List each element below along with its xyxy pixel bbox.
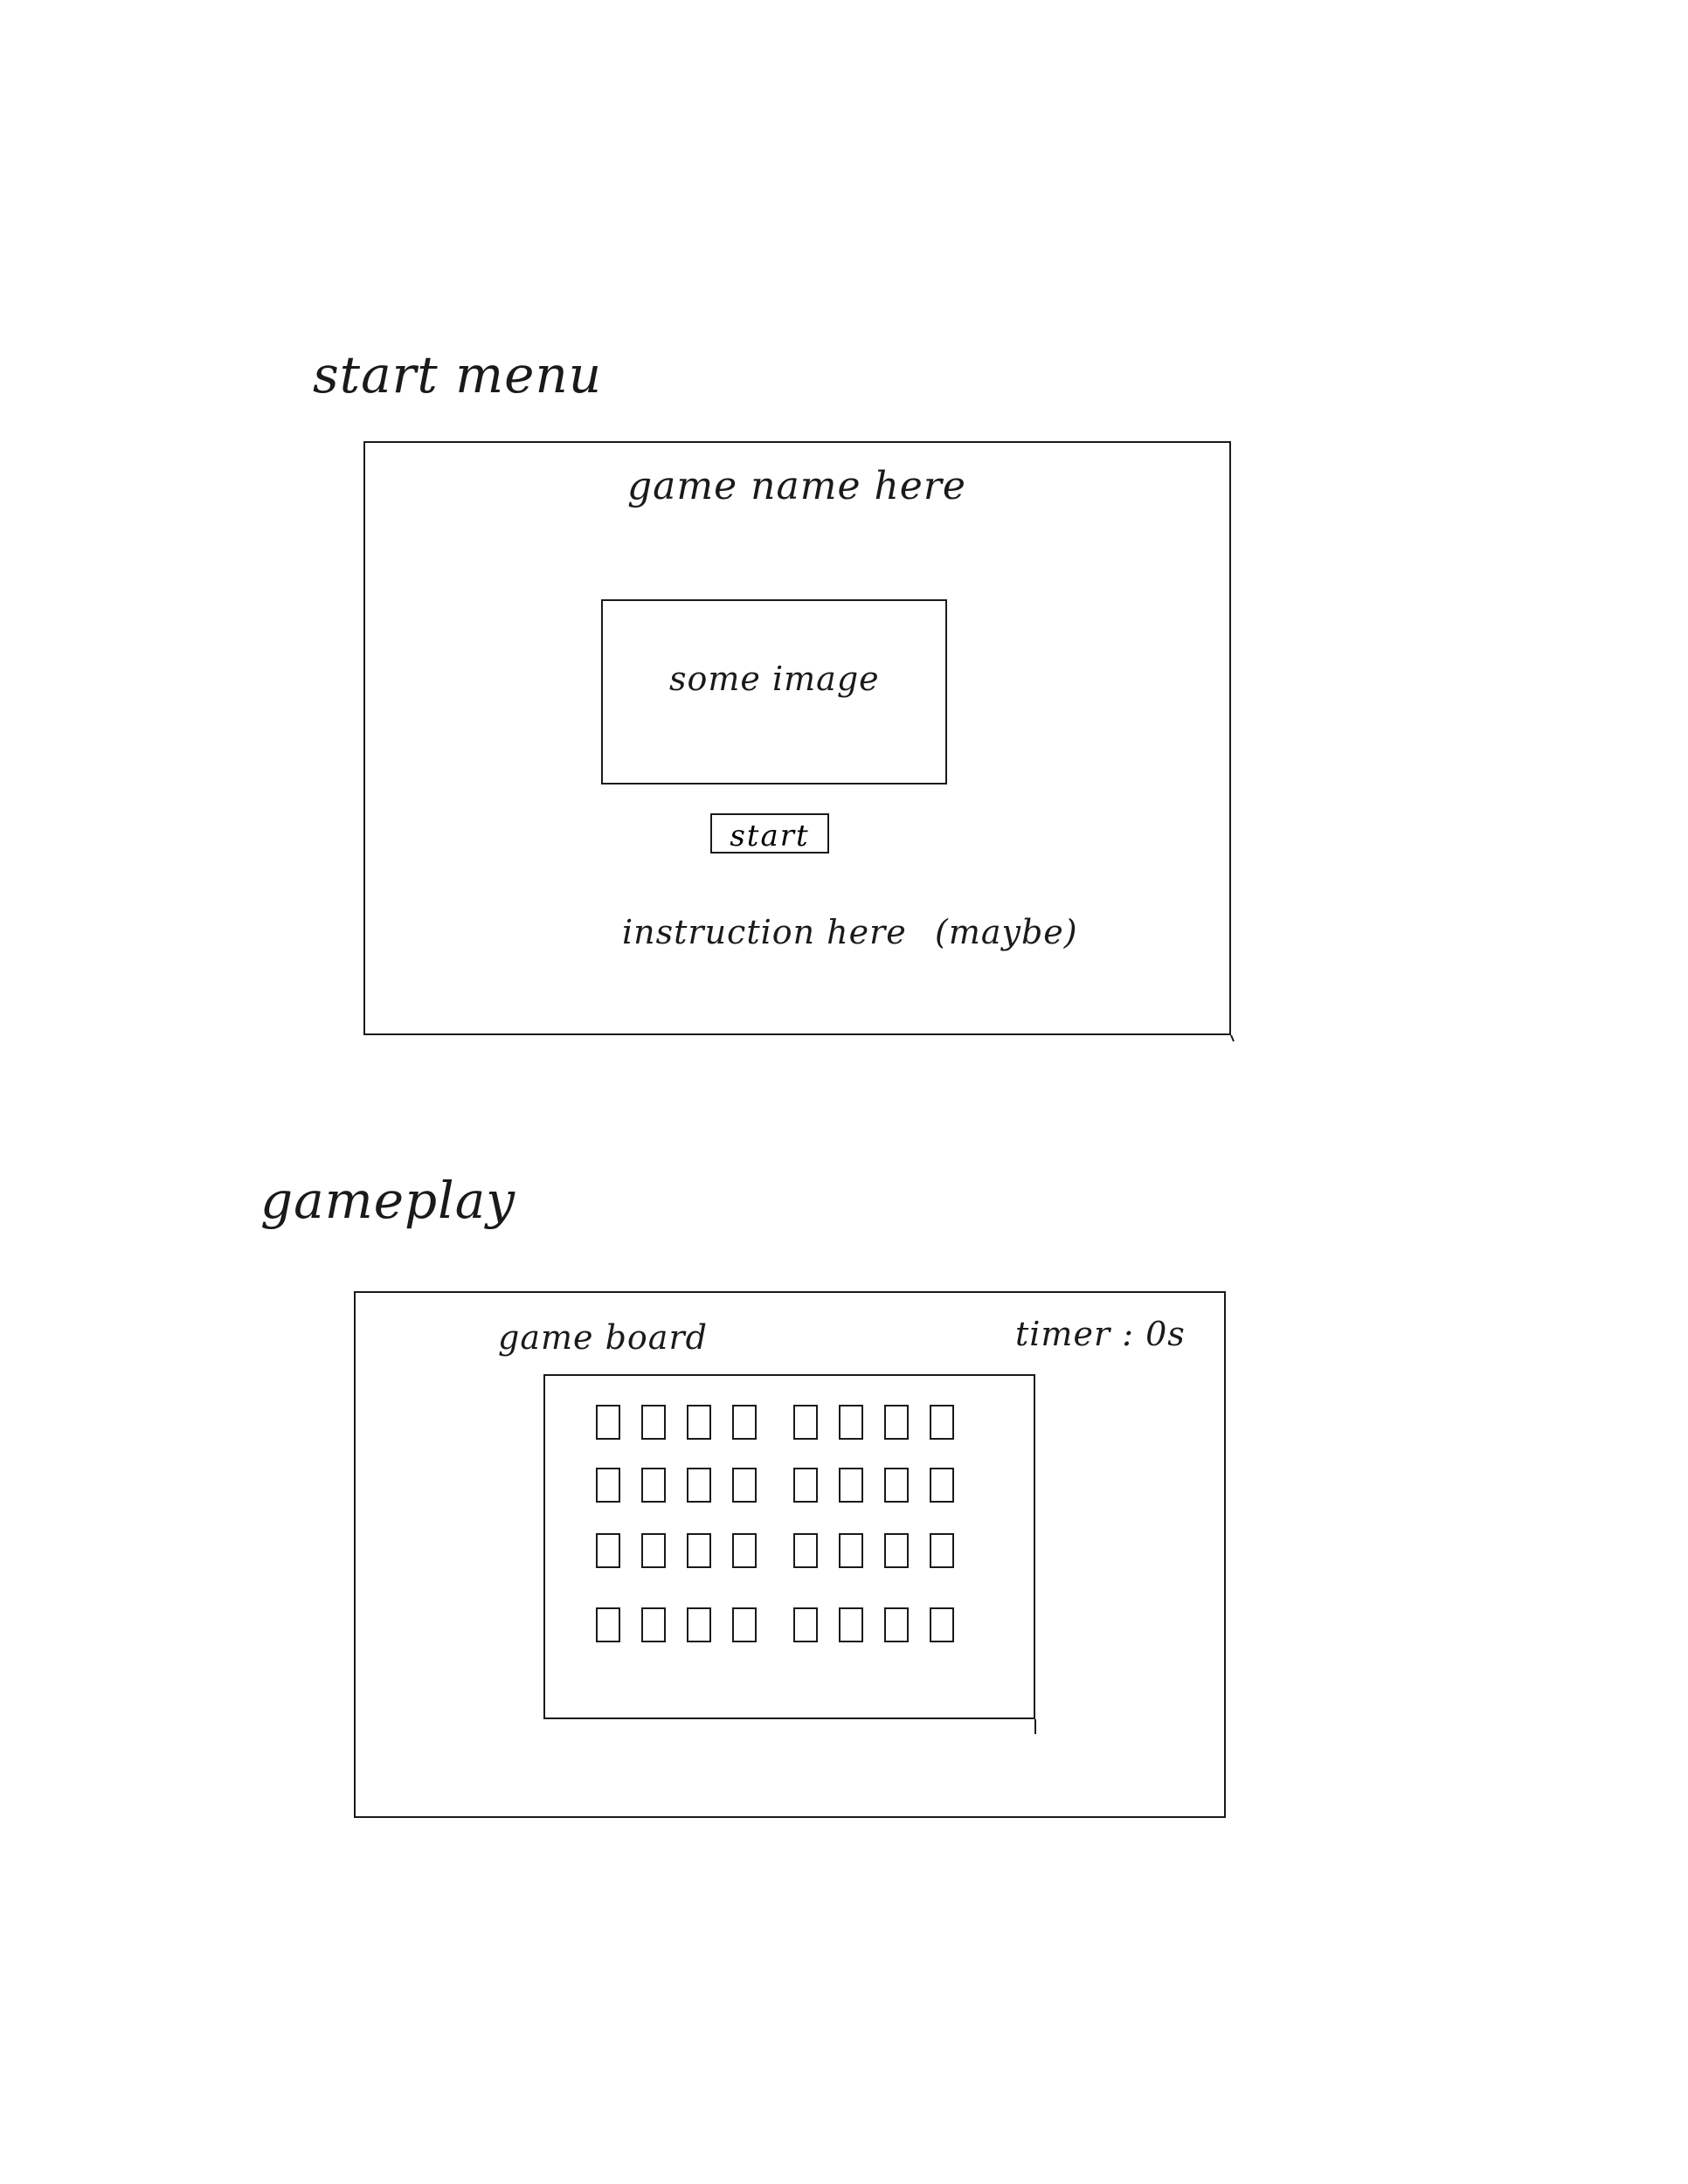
memory-card[interactable] xyxy=(732,1468,757,1503)
memory-card[interactable] xyxy=(793,1607,818,1642)
memory-card[interactable] xyxy=(839,1607,863,1642)
game-board xyxy=(543,1374,1035,1719)
memory-card[interactable] xyxy=(687,1533,711,1568)
start-menu-screen xyxy=(363,441,1231,1035)
instructions-note: (maybe) xyxy=(935,913,1078,951)
game-board-label: game board xyxy=(498,1318,708,1357)
memory-card[interactable] xyxy=(930,1607,954,1642)
memory-card[interactable] xyxy=(596,1607,620,1642)
memory-card[interactable] xyxy=(732,1607,757,1642)
start-menu-section-title: start menu xyxy=(313,345,603,404)
memory-card[interactable] xyxy=(884,1533,909,1568)
timer-display: timer : 0s xyxy=(1015,1315,1186,1353)
memory-card[interactable] xyxy=(687,1607,711,1642)
memory-card[interactable] xyxy=(793,1468,818,1503)
memory-card[interactable] xyxy=(793,1533,818,1568)
memory-card[interactable] xyxy=(596,1405,620,1440)
memory-card[interactable] xyxy=(596,1468,620,1503)
memory-card[interactable] xyxy=(884,1405,909,1440)
memory-card[interactable] xyxy=(641,1405,666,1440)
memory-card[interactable] xyxy=(687,1405,711,1440)
memory-card[interactable] xyxy=(641,1533,666,1568)
start-button[interactable]: start xyxy=(710,813,829,854)
memory-card[interactable] xyxy=(596,1533,620,1568)
memory-card[interactable] xyxy=(930,1533,954,1568)
memory-card[interactable] xyxy=(839,1468,863,1503)
memory-card[interactable] xyxy=(687,1468,711,1503)
gameplay-section-title: gameplay xyxy=(260,1171,516,1230)
instructions-text: instruction here xyxy=(622,913,907,951)
memory-card[interactable] xyxy=(732,1405,757,1440)
memory-card[interactable] xyxy=(884,1607,909,1642)
memory-card[interactable] xyxy=(641,1468,666,1503)
memory-card[interactable] xyxy=(793,1405,818,1440)
memory-card[interactable] xyxy=(839,1405,863,1440)
game-name-title: game name here xyxy=(627,464,966,508)
memory-card[interactable] xyxy=(641,1607,666,1642)
memory-card[interactable] xyxy=(839,1533,863,1568)
memory-card[interactable] xyxy=(930,1405,954,1440)
start-image-placeholder: some image xyxy=(601,599,947,784)
start-button-label: start xyxy=(730,819,810,854)
memory-card[interactable] xyxy=(884,1468,909,1503)
memory-card[interactable] xyxy=(930,1468,954,1503)
memory-card[interactable] xyxy=(732,1533,757,1568)
gameplay-screen xyxy=(354,1291,1226,1818)
image-placeholder-label: some image xyxy=(669,660,880,698)
